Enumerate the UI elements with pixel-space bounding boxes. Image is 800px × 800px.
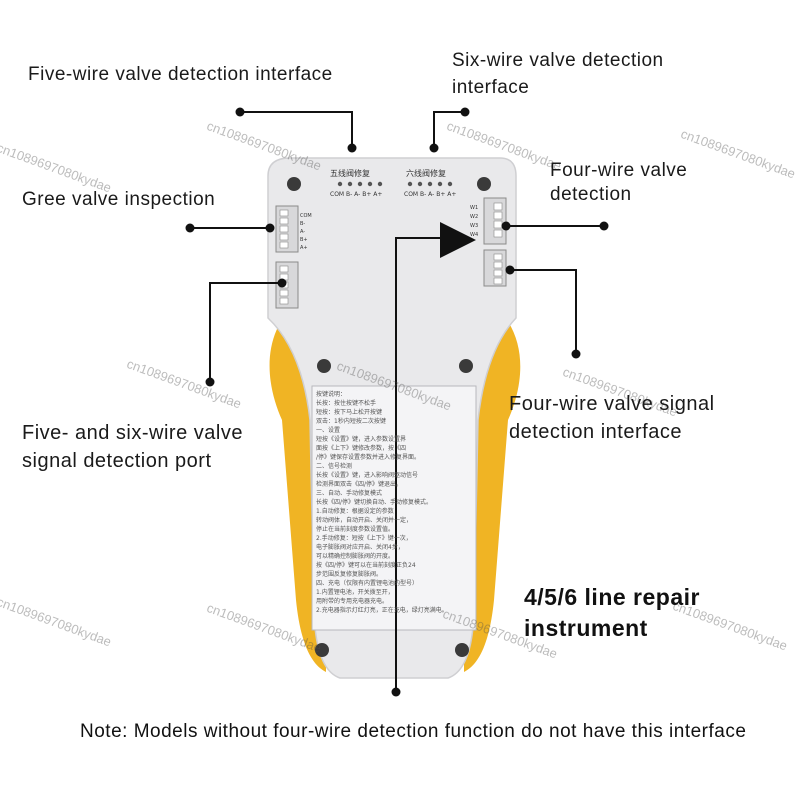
label-five-six-signal-line2: signal detection port	[22, 450, 212, 472]
instruction-line: 长按《四/停》键切换自动、手动修复模式。	[316, 499, 433, 506]
label-gree-valve: Gree valve inspection	[22, 189, 216, 210]
arrow-head	[440, 222, 476, 258]
pin-label: A-	[300, 229, 306, 235]
footnote: Note: Models without four-wire detection…	[80, 721, 747, 742]
pin-label: COM	[300, 213, 312, 219]
left-pin-labels: COM B- A- B+ A+	[300, 212, 312, 252]
pin-label: B-	[300, 221, 306, 227]
screw-hole	[315, 643, 329, 657]
label-five-six-signal-line1: Five- and six-wire valve	[22, 422, 243, 444]
screw-hole	[459, 359, 473, 373]
label-six-wire-interface-line1: Six-wire valve detection	[452, 50, 664, 71]
instruction-line: 可以精确控制膨胀阀的开度。	[316, 553, 395, 560]
instruction-line: 按《四/停》键可以在当前刻度正负24	[316, 562, 416, 569]
six-wire-pin-row: COM B- A- B+ A+	[404, 191, 457, 198]
screw-hole	[317, 359, 331, 373]
instruction-line: 短按：按下马上松开按键	[316, 409, 383, 416]
five-wire-pin-row: COM B- A- B+ A+	[330, 191, 383, 198]
instruction-line: 检测界面双击《四/停》键退出。	[316, 481, 403, 488]
instruction-line: 一、设置	[316, 427, 341, 434]
instruction-line: 短按《设置》键，进入参数设置界	[316, 436, 407, 443]
pin-label: B+	[300, 237, 308, 243]
instruction-line: 停止在当前刻度参数设置值。	[316, 526, 395, 533]
pin-label: A+	[300, 245, 308, 251]
instruction-line: 二、信号检测	[316, 463, 353, 470]
instruction-line: 1.内置锂电池，开关拨至开，	[316, 589, 394, 596]
instruction-line: 三、自动、手动修复模式	[316, 490, 383, 497]
instruction-text: 按键说明： 长按：按住按键不松手 短按：按下马上松开按键 双击：1秒内短按二次按…	[316, 390, 472, 626]
instruction-line: 面按《上下》键修改参数，按《四	[316, 445, 407, 452]
pin-label: W4	[470, 232, 479, 238]
label-four-wire-signal-line2: detection interface	[509, 421, 682, 443]
screw-hole	[477, 177, 491, 191]
instrument-title-line1: 4/5/6 line repair	[524, 584, 700, 610]
instruction-line: 四、充电（仅限有内置锂电池的型号）	[316, 580, 419, 587]
instruction-line: 1.自动修复：根据设定的参数	[316, 508, 394, 515]
label-four-wire-line1: Four-wire valve	[550, 160, 688, 181]
instruction-line: 步范围反复修复膨胀阀。	[316, 571, 383, 578]
right-pin-labels: W1 W2 W3 W4	[470, 204, 478, 240]
instruction-line: 电子膨胀阀对应开启、关闭4步，	[316, 544, 404, 551]
instruction-line: 转动阀体，自动开启、关闭并一定，	[316, 517, 413, 524]
instruction-line: 用附带的专用充电器充电。	[316, 598, 389, 605]
instruction-panel	[311, 385, 477, 631]
instruction-line: 按键说明：	[316, 391, 347, 398]
pin-label: W3	[470, 223, 479, 229]
instruction-line: 双击：1秒内短按二次按键	[316, 418, 386, 425]
label-five-wire-interface: Five-wire valve detection interface	[28, 64, 333, 85]
callout-lines	[190, 111, 604, 692]
instruction-line: 2.手动修复：短按《上下》键一次，	[316, 535, 412, 542]
instruction-line: 长按《设置》键，进入影响阀驱动信号	[316, 472, 419, 479]
pin-label: W2	[470, 214, 479, 220]
instruction-line: 2.充电器指示灯红灯亮，正在充电，绿灯亮满电。	[316, 607, 448, 614]
pin-label: W1	[470, 205, 479, 211]
screw-hole	[455, 643, 469, 657]
six-wire-repair-label: 六线阀修复	[406, 169, 446, 178]
instruction-line: /停》键保存设置参数并进入修复界面。	[316, 454, 421, 461]
instruction-line: 长按：按住按键不松手	[316, 400, 377, 407]
instrument-title: 4/5/6 line repair instrument	[524, 582, 700, 644]
label-four-wire-signal-line1: Four-wire valve signal	[509, 393, 715, 415]
screw-hole	[287, 177, 301, 191]
five-wire-repair-label: 五线阀修复	[330, 169, 370, 178]
label-four-wire-line2: detection	[550, 184, 632, 205]
instrument-title-line2: instrument	[524, 615, 648, 641]
callout-dots	[185, 107, 609, 697]
label-six-wire-interface-line2: interface	[452, 77, 530, 98]
